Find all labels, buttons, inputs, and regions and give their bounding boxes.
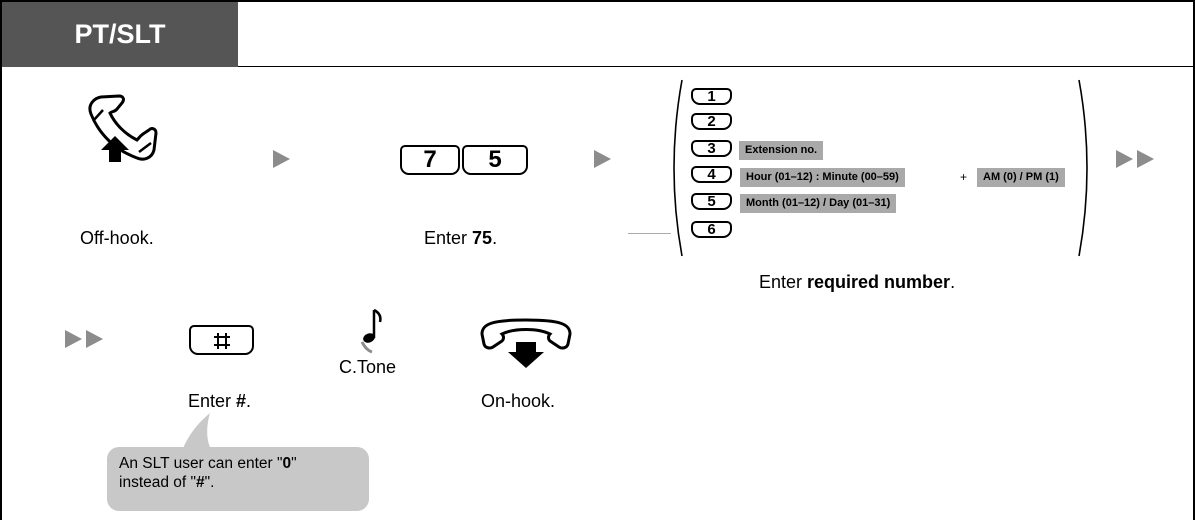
note-pointer bbox=[182, 413, 212, 451]
dial-key-4: 4 bbox=[691, 166, 732, 183]
dial-key-5: 5 bbox=[462, 145, 528, 175]
time-description: Hour (01–12) : Minute (00–59) bbox=[740, 168, 905, 187]
step-arrow bbox=[594, 150, 611, 168]
note-line-1: An SLT user can enter "0" bbox=[119, 455, 297, 472]
dial-key-7: 7 bbox=[400, 145, 460, 175]
header-tab: PT/SLT bbox=[2, 2, 238, 67]
dial-key-2: 2 bbox=[691, 113, 732, 130]
continue-arrow bbox=[1137, 150, 1154, 168]
options-left-bracket bbox=[673, 79, 683, 257]
required-number-label: Enter required number. bbox=[759, 272, 956, 292]
step-arrow bbox=[273, 150, 290, 168]
on-hook-handset-icon bbox=[480, 318, 572, 368]
ampm-description: AM (0) / PM (1) bbox=[977, 168, 1065, 187]
enter-code-label: Enter 75. bbox=[424, 228, 498, 248]
options-right-bracket bbox=[1078, 79, 1088, 257]
date-description: Month (01–12) / Day (01–31) bbox=[740, 194, 897, 213]
dial-key-5: 5 bbox=[691, 193, 732, 210]
hash-key bbox=[189, 325, 254, 355]
off-hook-handset-icon bbox=[88, 94, 158, 162]
dial-key-1: 1 bbox=[691, 88, 732, 105]
continue-arrow bbox=[1116, 150, 1133, 168]
dial-key-3: 3 bbox=[691, 140, 732, 157]
hash-symbol-icon bbox=[214, 333, 230, 349]
plus-sign: + bbox=[960, 170, 968, 184]
dial-key-6: 6 bbox=[691, 221, 732, 238]
connector-line bbox=[628, 233, 671, 234]
note-line-2: instead of "#". bbox=[119, 474, 215, 491]
enter-hash-label: Enter #. bbox=[188, 391, 252, 411]
confirmation-tone-label: C.Tone bbox=[339, 357, 397, 377]
extension-description: Extension no. bbox=[739, 141, 824, 160]
continue-arrow bbox=[65, 330, 82, 348]
slt-note: An SLT user can enter "0" instead of "#"… bbox=[107, 447, 369, 511]
continue-arrow bbox=[86, 330, 103, 348]
header-divider bbox=[238, 66, 1193, 67]
confirmation-tone-icon bbox=[360, 308, 382, 354]
off-hook-label: Off-hook. bbox=[80, 228, 154, 248]
on-hook-label: On-hook. bbox=[481, 391, 556, 411]
